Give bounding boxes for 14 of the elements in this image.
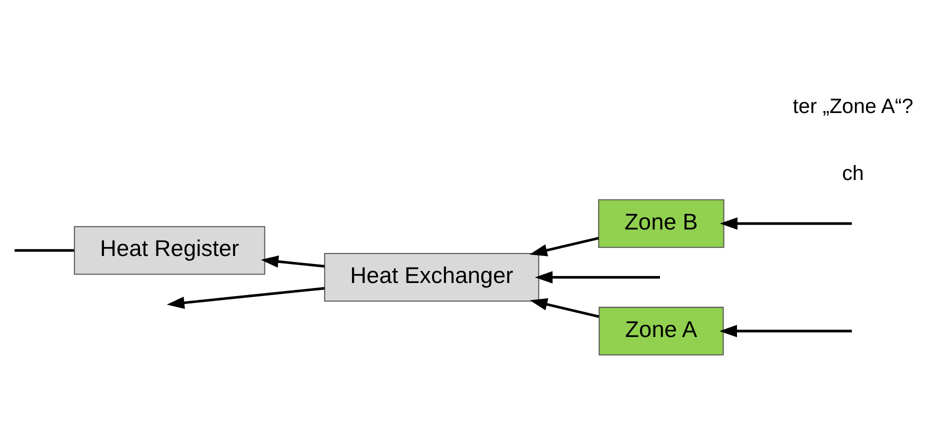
connector (14, 248, 74, 252)
arrow (166, 286, 324, 308)
node-box: Zone A (598, 306, 724, 355)
arrow (529, 298, 599, 318)
arrow (260, 254, 324, 268)
node-box: Heat Exchanger (324, 252, 539, 302)
node-box: Heat Register (73, 226, 265, 274)
arrow (529, 236, 598, 256)
arrow (719, 216, 852, 230)
label: ch (842, 162, 864, 185)
arrow (718, 324, 852, 337)
node-box: Zone B (598, 198, 724, 248)
label: ter „Zone A“? (792, 94, 913, 118)
arrow (534, 270, 660, 283)
